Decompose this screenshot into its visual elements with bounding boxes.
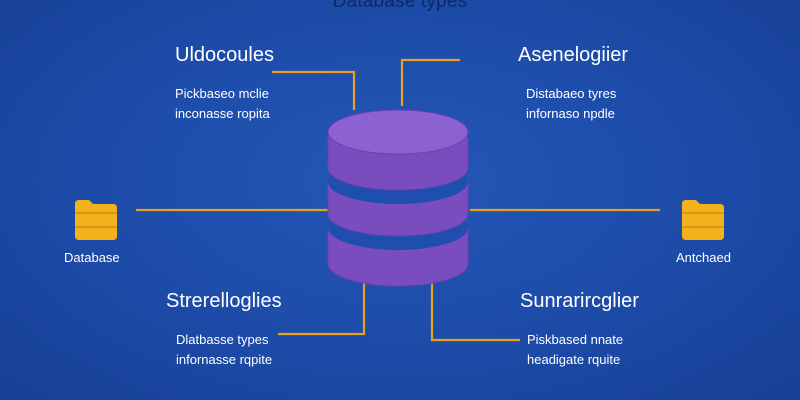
node-bottom-left-line-1: Dlatbasse types	[176, 332, 269, 347]
folder-icon	[682, 200, 724, 240]
diagram-title: Database types	[332, 0, 468, 12]
node-bottom-right-description: Piskbased nnate headigate rquite	[527, 330, 623, 370]
folder-icon	[75, 200, 117, 240]
node-top-left-line-1: Pickbaseo mclie	[175, 86, 269, 101]
side-left-label: Database	[64, 250, 120, 265]
node-bottom-right-line-2: headigate rquite	[527, 352, 621, 367]
connector-bottom-left	[278, 282, 366, 336]
node-top-left-description: Pickbaseo mclie inconasse ropita	[175, 84, 270, 124]
node-bottom-right-heading: Sunrarircglier	[520, 290, 639, 312]
node-top-left-heading: Uldocoules	[175, 44, 274, 66]
database-icon	[327, 109, 469, 287]
node-top-right-description: Distabaeo tyres infornaso npdle	[526, 84, 616, 124]
node-bottom-right-line-1: Piskbased nnate	[527, 332, 624, 347]
node-bottom-left-description: Dlatbasse types infornasse rqpite	[176, 330, 272, 370]
node-top-left-line-2: inconasse ropita	[175, 106, 270, 121]
node-bottom-left-heading: Strerelloglies	[166, 290, 282, 312]
connector-bottom-right	[430, 282, 520, 342]
node-bottom-left-line-2: infornasse rqpite	[176, 352, 273, 367]
node-top-right-line-1: Distabaeo tyres	[526, 86, 617, 101]
connector-top-right	[400, 58, 460, 106]
node-top-right-heading: Asenelogiier	[518, 44, 629, 66]
node-top-right-line-2: infornaso npdle	[526, 106, 615, 121]
connector-top-left	[272, 70, 356, 110]
side-right-label: Antchaed	[676, 250, 731, 265]
